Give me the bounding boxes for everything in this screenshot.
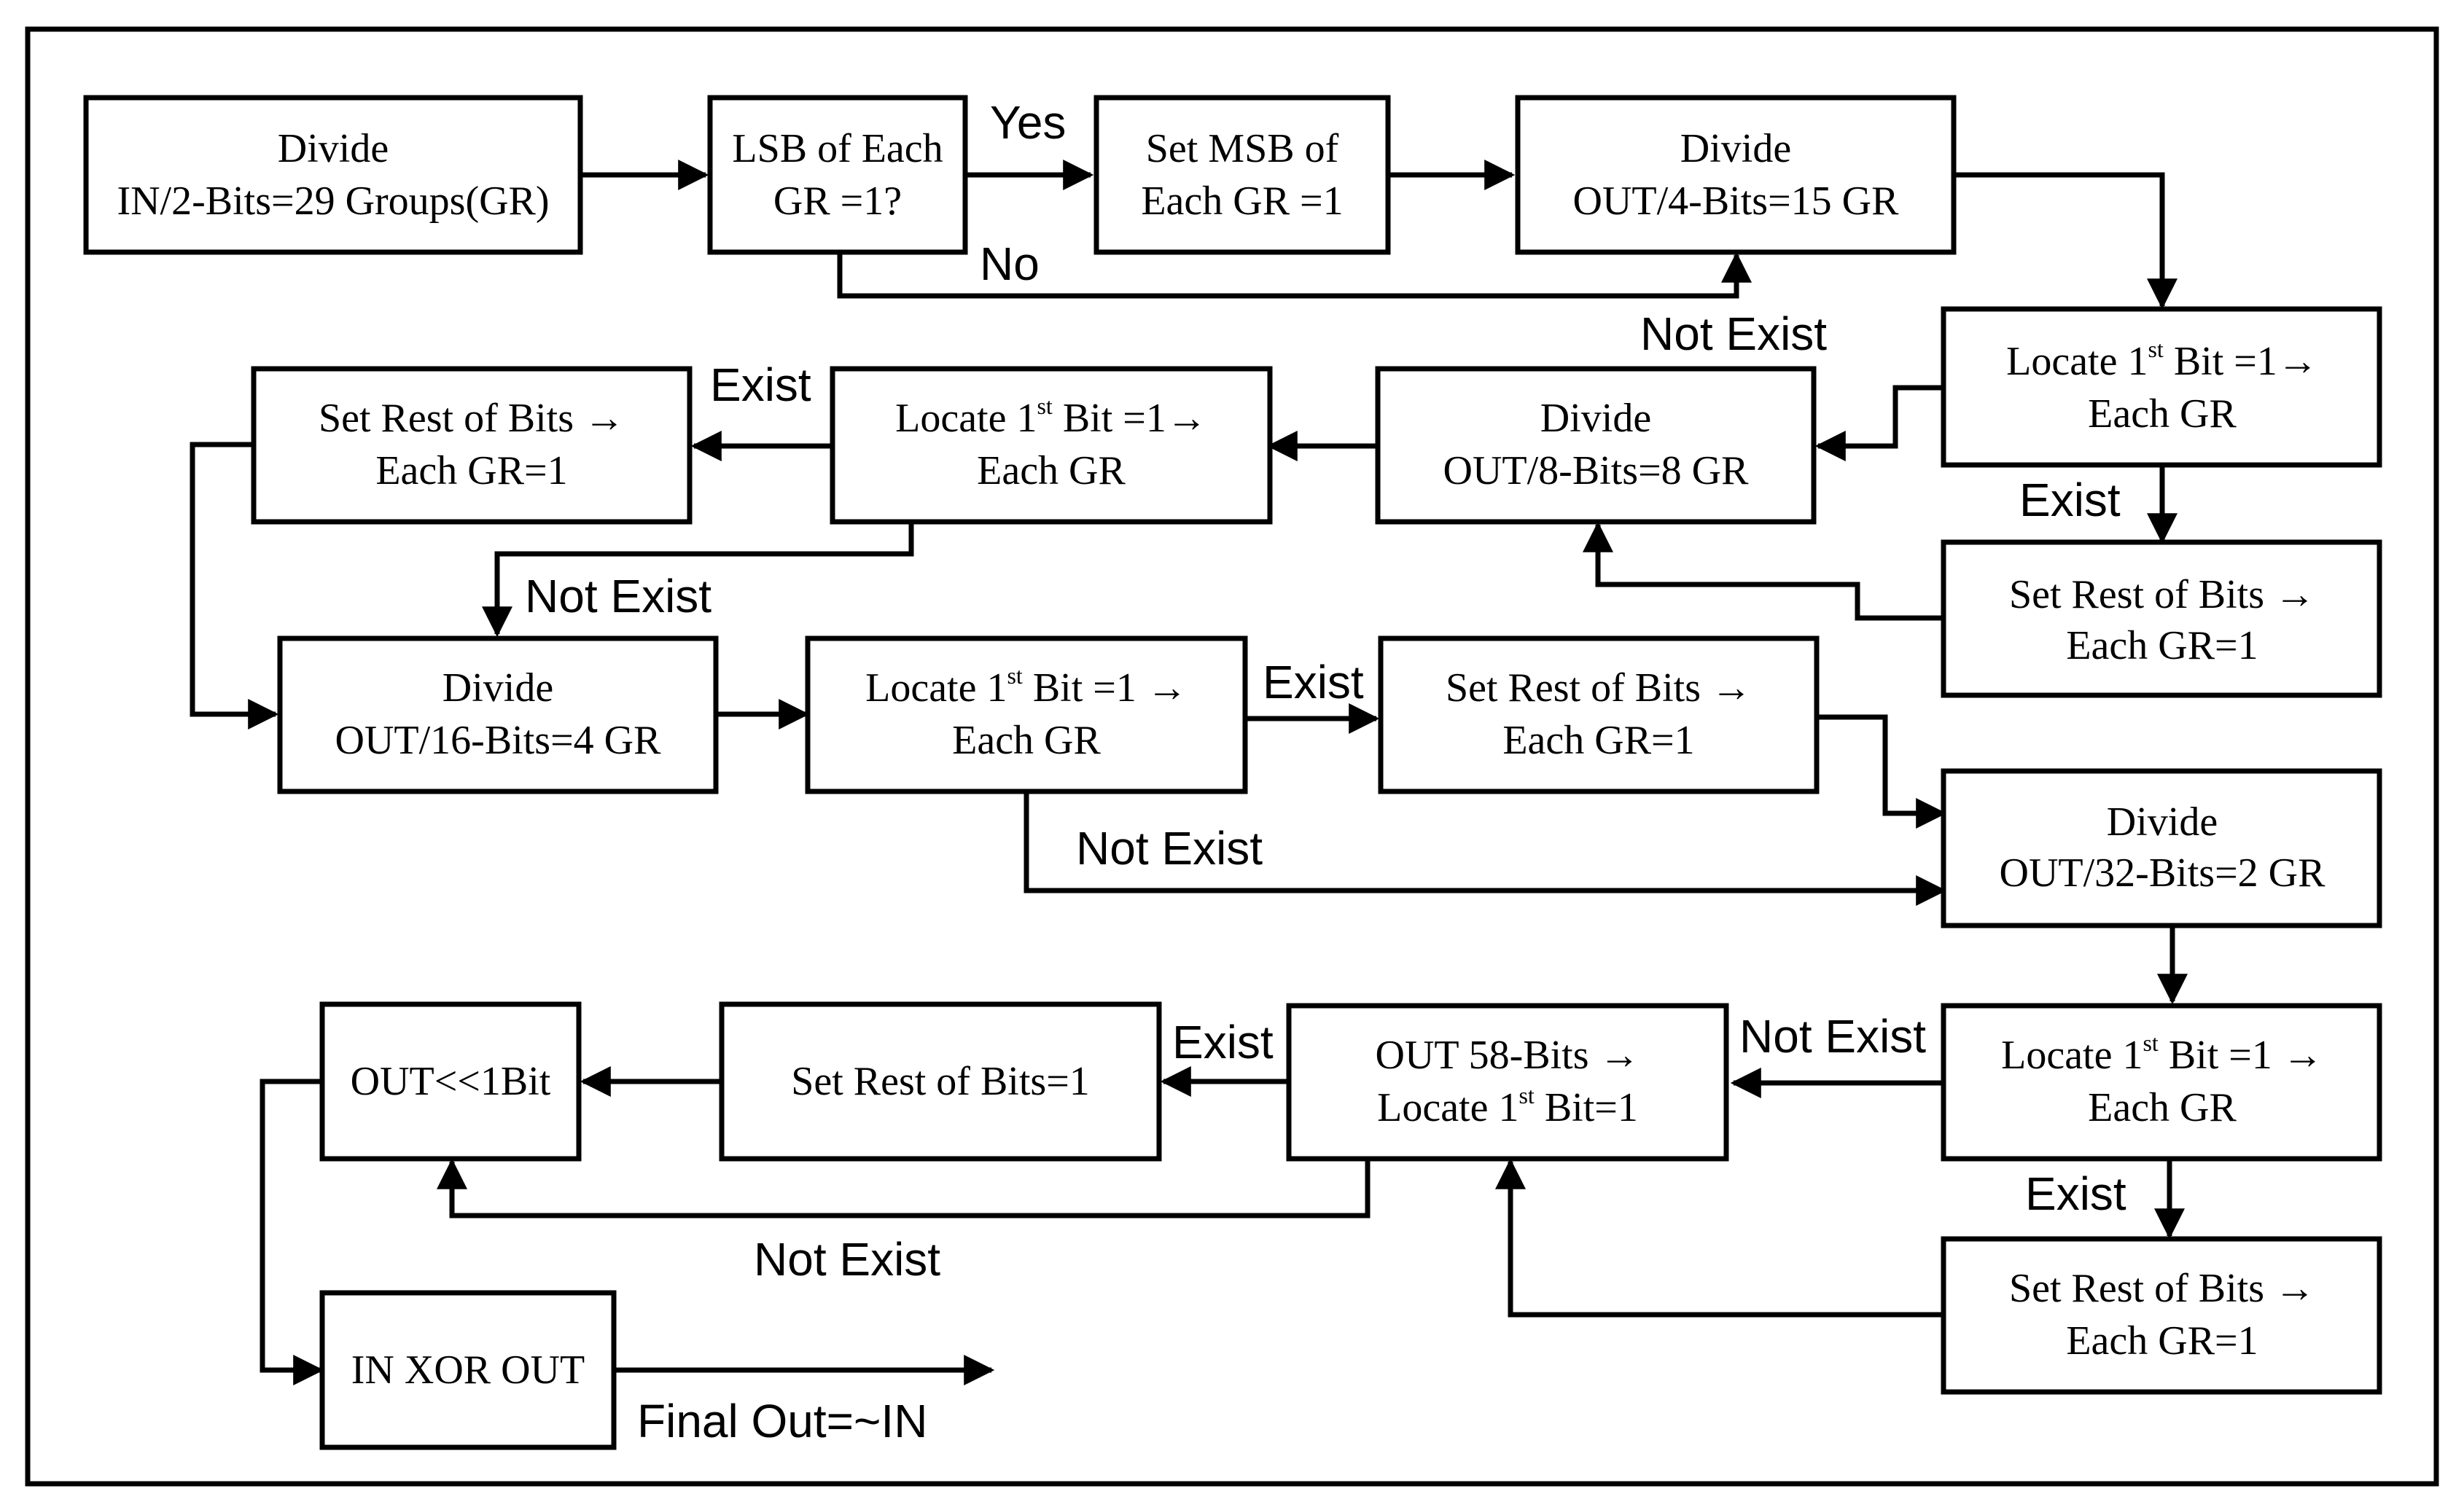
svg-text:OUT 58-Bits →: OUT 58-Bits → [1376, 1033, 1640, 1078]
edge-out58-notexist-to-shift [437, 1158, 1371, 1218]
node-locate-16: Locate 1st Bit =1 → Each GR [805, 635, 1248, 794]
edge-locate8-notexist-to-divide16 [482, 522, 914, 638]
node-divide-8: Divide OUT/8-Bits=8 GR [1375, 366, 1817, 525]
svg-text:Divide: Divide [2107, 799, 2218, 845]
label-exist-locate8: Exist [710, 359, 811, 411]
svg-text:Locate 1st Bit =1→: Locate 1st Bit =1→ [2006, 336, 2318, 384]
svg-text:Divide: Divide [1540, 396, 1651, 441]
svg-text:Locate 1st Bit =1 →: Locate 1st Bit =1 → [2001, 1030, 2323, 1078]
svg-text:Divide: Divide [442, 665, 553, 711]
svg-text:Divide: Divide [278, 126, 389, 171]
label-not-exist-divide4: Not Exist [1640, 308, 1827, 360]
svg-text:Each GR=1: Each GR=1 [2066, 623, 2258, 668]
label-not-exist-locate16: Not Exist [1076, 822, 1263, 875]
label-not-exist-out58: Not Exist [754, 1233, 940, 1286]
node-divide-16: Divide OUT/16-Bits=4 GR [277, 635, 719, 794]
edge-setrest16-to-divide32 [1817, 714, 1947, 829]
node-divide-in: Divide IN/2-Bits=29 Groups(GR) [83, 95, 583, 255]
label-exist-locate16: Exist [1263, 656, 1364, 708]
node-xor: IN XOR OUT [319, 1290, 617, 1450]
svg-text:IN XOR OUT: IN XOR OUT [351, 1347, 585, 1393]
svg-text:OUT/8-Bits=8 GR: OUT/8-Bits=8 GR [1443, 448, 1750, 493]
node-locate-4: Locate 1st Bit =1→ Each GR [1941, 306, 2382, 468]
label-not-exist-locate8: Not Exist [525, 570, 711, 622]
label-no: No [980, 238, 1040, 290]
label-exist-locate32: Exist [2025, 1167, 2126, 1220]
svg-text:Locate 1st Bit=1: Locate 1st Bit=1 [1377, 1082, 1638, 1130]
svg-text:OUT/32-Bits=2 GR: OUT/32-Bits=2 GR [2000, 850, 2326, 896]
edge-locate16-notexist-to-divide32 [1024, 791, 1947, 906]
edges [190, 160, 2188, 1385]
edge-setrest8-to-divide16 [190, 442, 279, 729]
edge-lsb-no-to-divide4 [837, 251, 1752, 299]
svg-text:OUT<<1Bit: OUT<<1Bit [351, 1059, 551, 1104]
svg-text:Locate 1st Bit =1 →: Locate 1st Bit =1 → [865, 662, 1188, 711]
svg-text:Set Rest of Bits →: Set Rest of Bits → [1446, 665, 1752, 711]
svg-text:Each GR=1: Each GR=1 [1502, 718, 1694, 763]
label-not-exist-locate32: Not Exist [1739, 1010, 1926, 1063]
edge-locate4-notexist-to-divide8 [1814, 385, 1943, 461]
svg-text:Set Rest of Bits →: Set Rest of Bits → [2009, 572, 2315, 617]
svg-text:Each GR =1: Each GR =1 [1141, 179, 1343, 224]
label-exist-out58: Exist [1172, 1016, 1274, 1068]
edge-shift-to-xor [260, 1079, 324, 1385]
svg-text:Each GR: Each GR [952, 718, 1101, 763]
node-set-rest-all: Set Rest of Bits=1 [719, 1001, 1162, 1162]
svg-text:Each GR: Each GR [2088, 1085, 2237, 1130]
edge-setrest4-to-divide8 [1583, 521, 1943, 621]
node-locate-8: Locate 1st Bit =1→ Each GR [830, 366, 1273, 525]
svg-text:OUT/16-Bits=4 GR: OUT/16-Bits=4 GR [335, 718, 662, 763]
outer-frame [25, 26, 2439, 1487]
node-divide-4: Divide OUT/4-Bits=15 GR [1515, 95, 1957, 255]
svg-text:LSB of Each: LSB of Each [732, 126, 943, 171]
svg-text:IN/2-Bits=29 Groups(GR): IN/2-Bits=29 Groups(GR) [117, 179, 549, 224]
node-lsb-check: LSB of Each GR =1? [707, 95, 968, 255]
node-locate-32: Locate 1st Bit =1 → Each GR [1941, 1003, 2382, 1162]
svg-text:Each GR: Each GR [2088, 391, 2237, 437]
node-divide-32: Divide OUT/32-Bits=2 GR [1941, 768, 2382, 928]
node-shift: OUT<<1Bit [319, 1001, 582, 1162]
node-out58: OUT 58-Bits → Locate 1st Bit=1 [1286, 1003, 1729, 1162]
svg-text:Divide: Divide [1680, 126, 1791, 171]
svg-text:Each GR: Each GR [977, 448, 1126, 493]
label-exist-locate4: Exist [2019, 474, 2121, 526]
node-set-msb: Set MSB of Each GR =1 [1093, 95, 1391, 255]
svg-text:Set Rest of Bits=1: Set Rest of Bits=1 [791, 1059, 1090, 1104]
svg-text:Set Rest of Bits →: Set Rest of Bits → [2009, 1266, 2315, 1311]
svg-text:Each GR=1: Each GR=1 [2066, 1318, 2258, 1364]
svg-text:Locate 1st Bit =1→: Locate 1st Bit =1→ [895, 393, 1207, 441]
edge-labels: Yes No Not Exist Exist Exist Not Exist E… [525, 96, 2126, 1447]
node-set-rest-32: Set Rest of Bits → Each GR=1 [1941, 1236, 2382, 1395]
svg-text:Set MSB of: Set MSB of [1146, 126, 1339, 171]
edge-setrest32-to-out58 [1495, 1158, 1943, 1318]
svg-text:OUT/4-Bits=15 GR: OUT/4-Bits=15 GR [1573, 179, 1900, 224]
svg-text:Each GR=1: Each GR=1 [375, 448, 567, 493]
label-final-out: Final Out=~IN [637, 1395, 927, 1447]
edge-divide4-to-locate4 [1954, 172, 2178, 310]
label-yes: Yes [990, 96, 1066, 149]
node-set-rest-16: Set Rest of Bits → Each GR=1 [1378, 635, 1820, 794]
svg-text:GR =1?: GR =1? [773, 179, 902, 224]
node-set-rest-8: Set Rest of Bits → Each GR=1 [251, 366, 693, 525]
node-set-rest-4: Set Rest of Bits → Each GR=1 [1941, 539, 2382, 698]
svg-text:Set Rest of Bits →: Set Rest of Bits → [319, 396, 625, 441]
